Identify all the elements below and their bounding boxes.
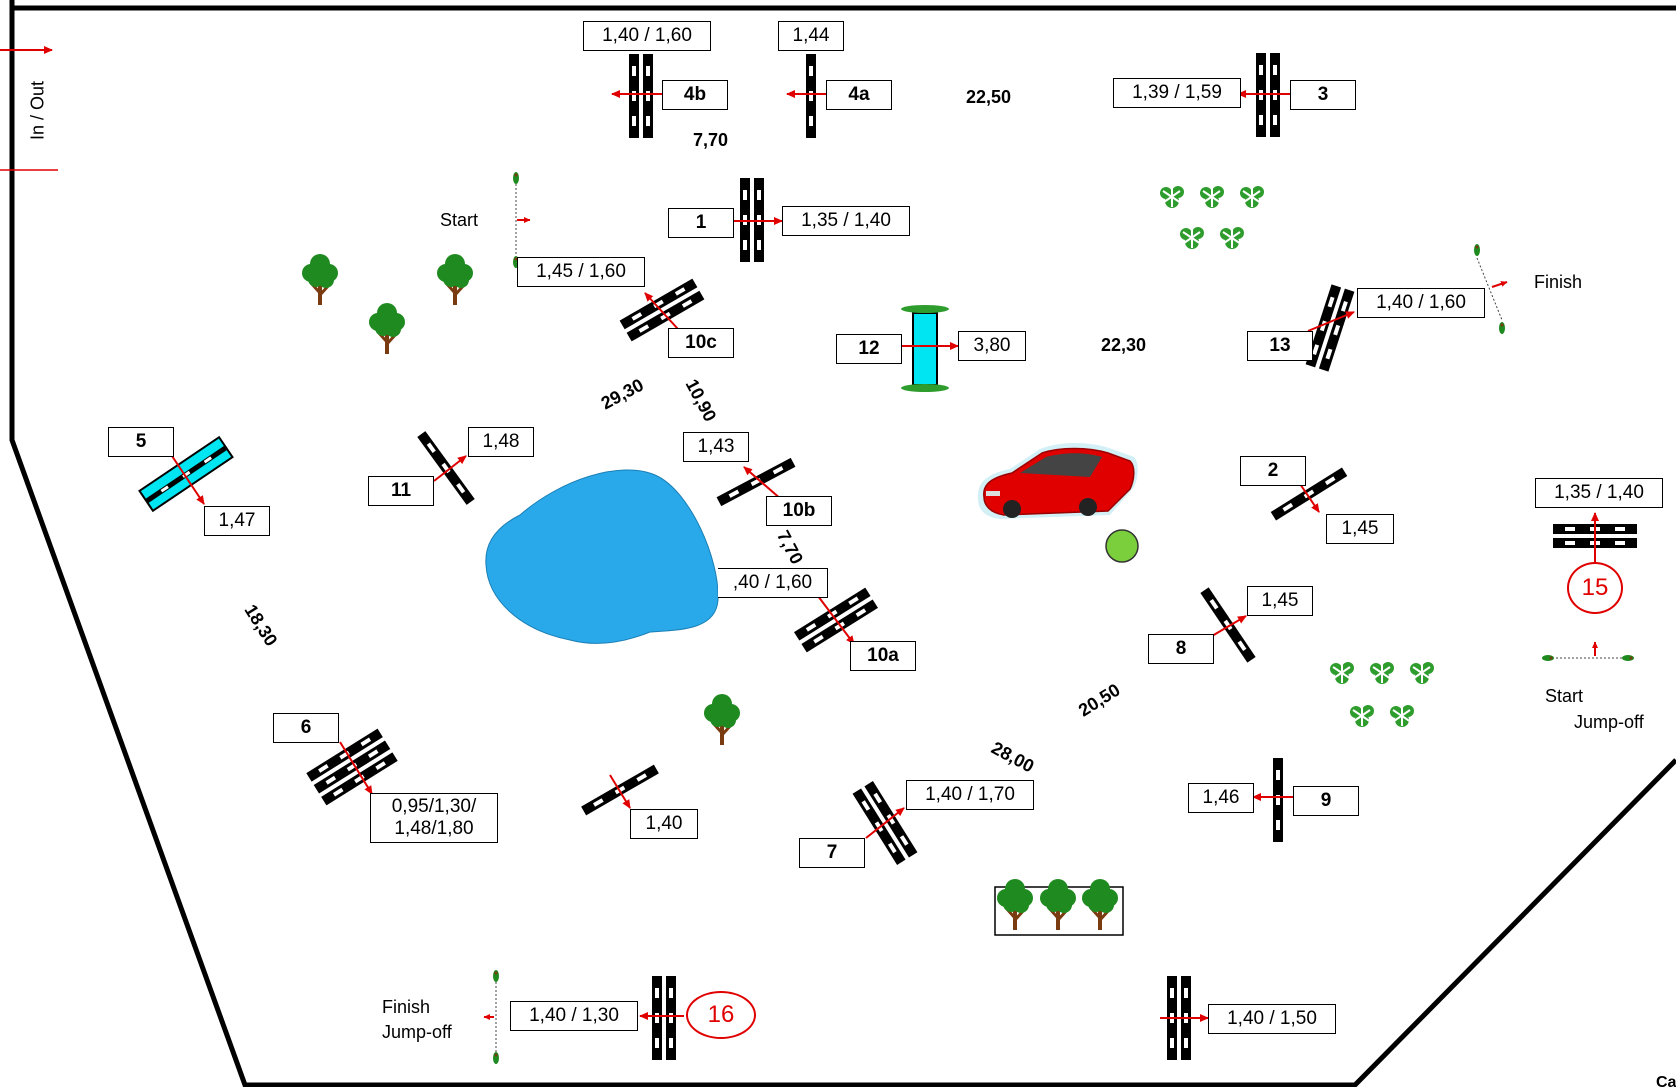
number-7: 7 [799, 838, 865, 868]
number-10b: 10b [766, 496, 832, 526]
number-1: 1 [668, 208, 734, 238]
finish-jumpoff-label-1: Finish [382, 997, 431, 1017]
fence-13 [1306, 284, 1355, 371]
corner-text: Ca [1656, 1074, 1676, 1091]
height-6-line1: 0,95/1,30/ [391, 796, 477, 817]
height-7: 1,40 / 1,70 [906, 780, 1034, 810]
height-15: 1,35 / 1,40 [1535, 478, 1663, 508]
height-2: 1,45 [1326, 514, 1394, 544]
number-13: 13 [1247, 331, 1313, 361]
number-15: 15 [1567, 562, 1623, 614]
height-11: 1,48 [468, 427, 534, 457]
fence-16 [639, 976, 684, 1060]
fence-unnumbered-b [1160, 976, 1209, 1060]
height-9: 1,46 [1188, 783, 1254, 813]
number-9: 9 [1293, 786, 1359, 816]
number-6: 6 [273, 713, 339, 743]
number-12: 12 [836, 334, 902, 364]
fence-3 [1237, 53, 1292, 137]
start-jumpoff-label-2: Jump-off [1574, 712, 1644, 732]
fence-10a [794, 588, 878, 653]
height-3: 1,39 / 1,59 [1113, 78, 1241, 108]
pond [485, 469, 719, 644]
bushes-top [1159, 185, 1265, 250]
start-line [513, 172, 531, 268]
fence-5 [138, 435, 234, 513]
fence-unnumbered-a [581, 764, 659, 816]
car-icon [977, 443, 1138, 519]
tree-icon [367, 301, 407, 356]
height-6: 0,95/1,30/ 1,48/1,80 [370, 793, 498, 843]
height-4a: 1,44 [778, 21, 844, 51]
number-3: 3 [1290, 80, 1356, 110]
height-8: 1,45 [1247, 586, 1313, 616]
height-unnumbered-b: 1,40 / 1,50 [1208, 1004, 1336, 1034]
height-10a: ,40 / 1,60 [718, 568, 828, 598]
height-10c: 1,45 / 1,60 [517, 257, 645, 287]
fence-8 [1200, 587, 1256, 663]
distance-label: 7,70 [693, 130, 729, 150]
height-10b: 1,43 [683, 432, 749, 462]
number-8: 8 [1148, 634, 1214, 664]
fence-6 [306, 729, 397, 806]
number-4a: 4a [826, 80, 892, 110]
fence-10b [716, 457, 796, 507]
height-1: 1,35 / 1,40 [782, 206, 910, 236]
tree-icon [702, 692, 742, 747]
distance-label: 22,30 [1101, 335, 1147, 355]
distance-label: 22,50 [966, 87, 1012, 107]
number-10a: 10a [850, 641, 916, 671]
fence-4a [786, 54, 830, 138]
in-out-label: In / Out [27, 80, 48, 141]
fence-1 [732, 178, 783, 262]
fence-11 [417, 431, 475, 505]
height-4b: 1,40 / 1,60 [583, 21, 711, 51]
start-jumpoff-line [1542, 641, 1634, 661]
start-label: Start [440, 210, 479, 230]
height-13: 1,40 / 1,60 [1357, 288, 1485, 318]
tree-icon [300, 252, 340, 307]
start-jumpoff-label-1: Start [1545, 686, 1584, 706]
number-11: 11 [368, 476, 434, 506]
height-unnumbered-a: 1,40 [630, 809, 698, 839]
finish-jumpoff-label-2: Jump-off [382, 1022, 452, 1042]
height-12: 3,80 [958, 331, 1026, 361]
bushes-right [1329, 661, 1435, 728]
number-5: 5 [108, 427, 174, 457]
ball-icon [1105, 529, 1139, 563]
tree-icon [435, 252, 475, 307]
finish-jumpoff-line [483, 970, 499, 1064]
number-2: 2 [1240, 456, 1306, 486]
tree-planter [994, 877, 1124, 936]
height-5: 1,47 [204, 506, 270, 536]
fence-4b [611, 54, 662, 138]
finish-line [1474, 244, 1508, 334]
fence-7 [853, 781, 918, 865]
number-10c: 10c [668, 328, 734, 358]
number-4b: 4b [662, 80, 728, 110]
fence-9 [1252, 758, 1294, 842]
fence-12-water [901, 305, 959, 392]
height-6-line2: 1,48/1,80 [394, 818, 474, 839]
number-16: 16 [686, 991, 756, 1039]
height-16: 1,40 / 1,30 [510, 1001, 638, 1031]
finish-label: Finish [1534, 272, 1583, 292]
